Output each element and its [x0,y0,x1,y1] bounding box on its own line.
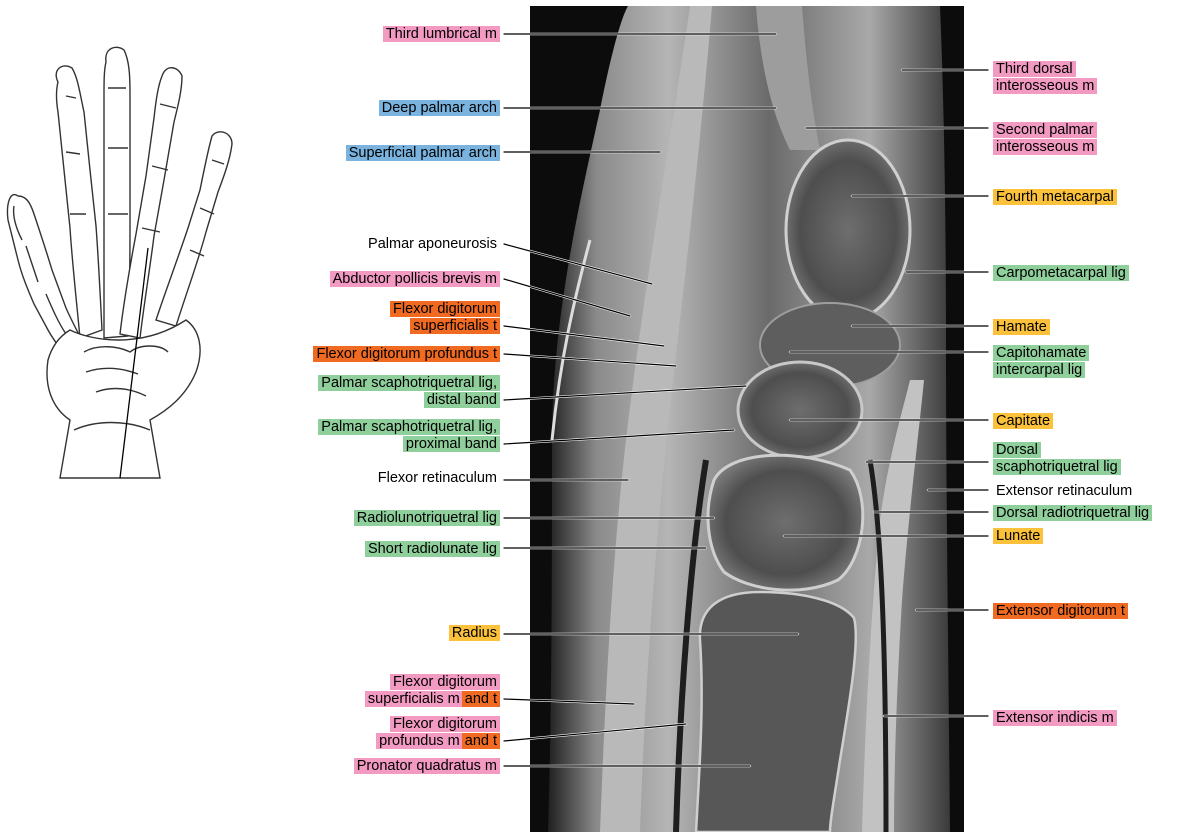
label-text: Radius [449,625,500,641]
label-text: Short radiolunate lig [365,541,500,557]
label-text: Dorsal radiotriquetral lig [993,505,1152,521]
label-text: Extensor digitorum t [993,603,1128,619]
label-suffix: and t [462,691,500,707]
label-text: Carpometacarpal lig [993,265,1129,281]
label-text: Flexor digitorum [390,674,500,690]
label-extensor-digitorum: Extensor digitorum t [993,603,1128,620]
label-suffix: and t [462,733,500,749]
label-superficial-palmar-arch: Superficial palmar arch [346,145,500,162]
label-text: Abductor pollicis brevis m [330,271,500,287]
label-text: Extensor indicis m [993,710,1117,726]
label-text: superficialis m [365,691,462,707]
label-text: distal band [424,392,500,408]
label-palmar-st-distal: Palmar scaphotriquetral lig,distal band [318,375,500,409]
label-radius: Radius [449,625,500,642]
label-text: Palmar aponeurosis [365,236,500,252]
label-text: Third dorsal [993,61,1076,77]
label-text: Fourth metacarpal [993,189,1117,205]
label-fourth-metacarpal: Fourth metacarpal [993,189,1117,206]
label-palmar-st-proximal: Palmar scaphotriquetral lig,proximal ban… [318,419,500,453]
label-extensor-indicis: Extensor indicis m [993,710,1117,727]
label-palmar-aponeurosis: Palmar aponeurosis [365,236,500,253]
label-flexor-retinaculum: Flexor retinaculum [375,470,500,487]
label-deep-palmar-arch: Deep palmar arch [379,100,500,117]
label-text: Radiolunotriquetral lig [354,510,500,526]
label-text: Palmar scaphotriquetral lig, [318,375,500,391]
label-capitate: Capitate [993,413,1053,430]
label-text: intercarpal lig [993,362,1085,378]
label-pronator-quadratus: Pronator quadratus m [354,758,500,775]
label-text: Third lumbrical m [383,26,500,42]
label-radiolunotriquetral: Radiolunotriquetral lig [354,510,500,527]
label-text: Flexor digitorum [390,301,500,317]
label-text: Palmar scaphotriquetral lig, [318,419,500,435]
label-third-lumbrical: Third lumbrical m [383,26,500,43]
label-short-radiolunate: Short radiolunate lig [365,541,500,558]
label-text: interosseous m [993,139,1097,155]
label-text: Flexor digitorum profundus t [313,346,500,362]
label-text: Deep palmar arch [379,100,500,116]
label-text: proximal band [403,436,500,452]
label-dorsal-radiotriquetral: Dorsal radiotriquetral lig [993,505,1152,522]
label-text: Pronator quadratus m [354,758,500,774]
label-text: Capitohamate [993,345,1089,361]
label-lunate: Lunate [993,528,1043,545]
label-text: Capitate [993,413,1053,429]
label-text: Flexor digitorum [390,716,500,732]
label-text: superficialis t [410,318,500,334]
label-hamate: Hamate [993,319,1050,336]
label-text: interosseous m [993,78,1097,94]
label-text: Flexor retinaculum [375,470,500,486]
hand-diagram [7,47,232,478]
label-carpometacarpal: Carpometacarpal lig [993,265,1129,282]
label-fdp-t: Flexor digitorum profundus t [313,346,500,363]
label-text: Lunate [993,528,1043,544]
label-text: Extensor retinaculum [993,483,1135,499]
label-text: profundus m [376,733,462,749]
label-abductor-pollicis-brevis: Abductor pollicis brevis m [330,271,500,288]
label-text: Hamate [993,319,1050,335]
label-extensor-retinaculum: Extensor retinaculum [993,483,1135,500]
label-text: Superficial palmar arch [346,145,500,161]
label-text: Dorsal [993,442,1041,458]
label-text: scaphotriquetral lig [993,459,1121,475]
label-text: Second palmar [993,122,1097,138]
